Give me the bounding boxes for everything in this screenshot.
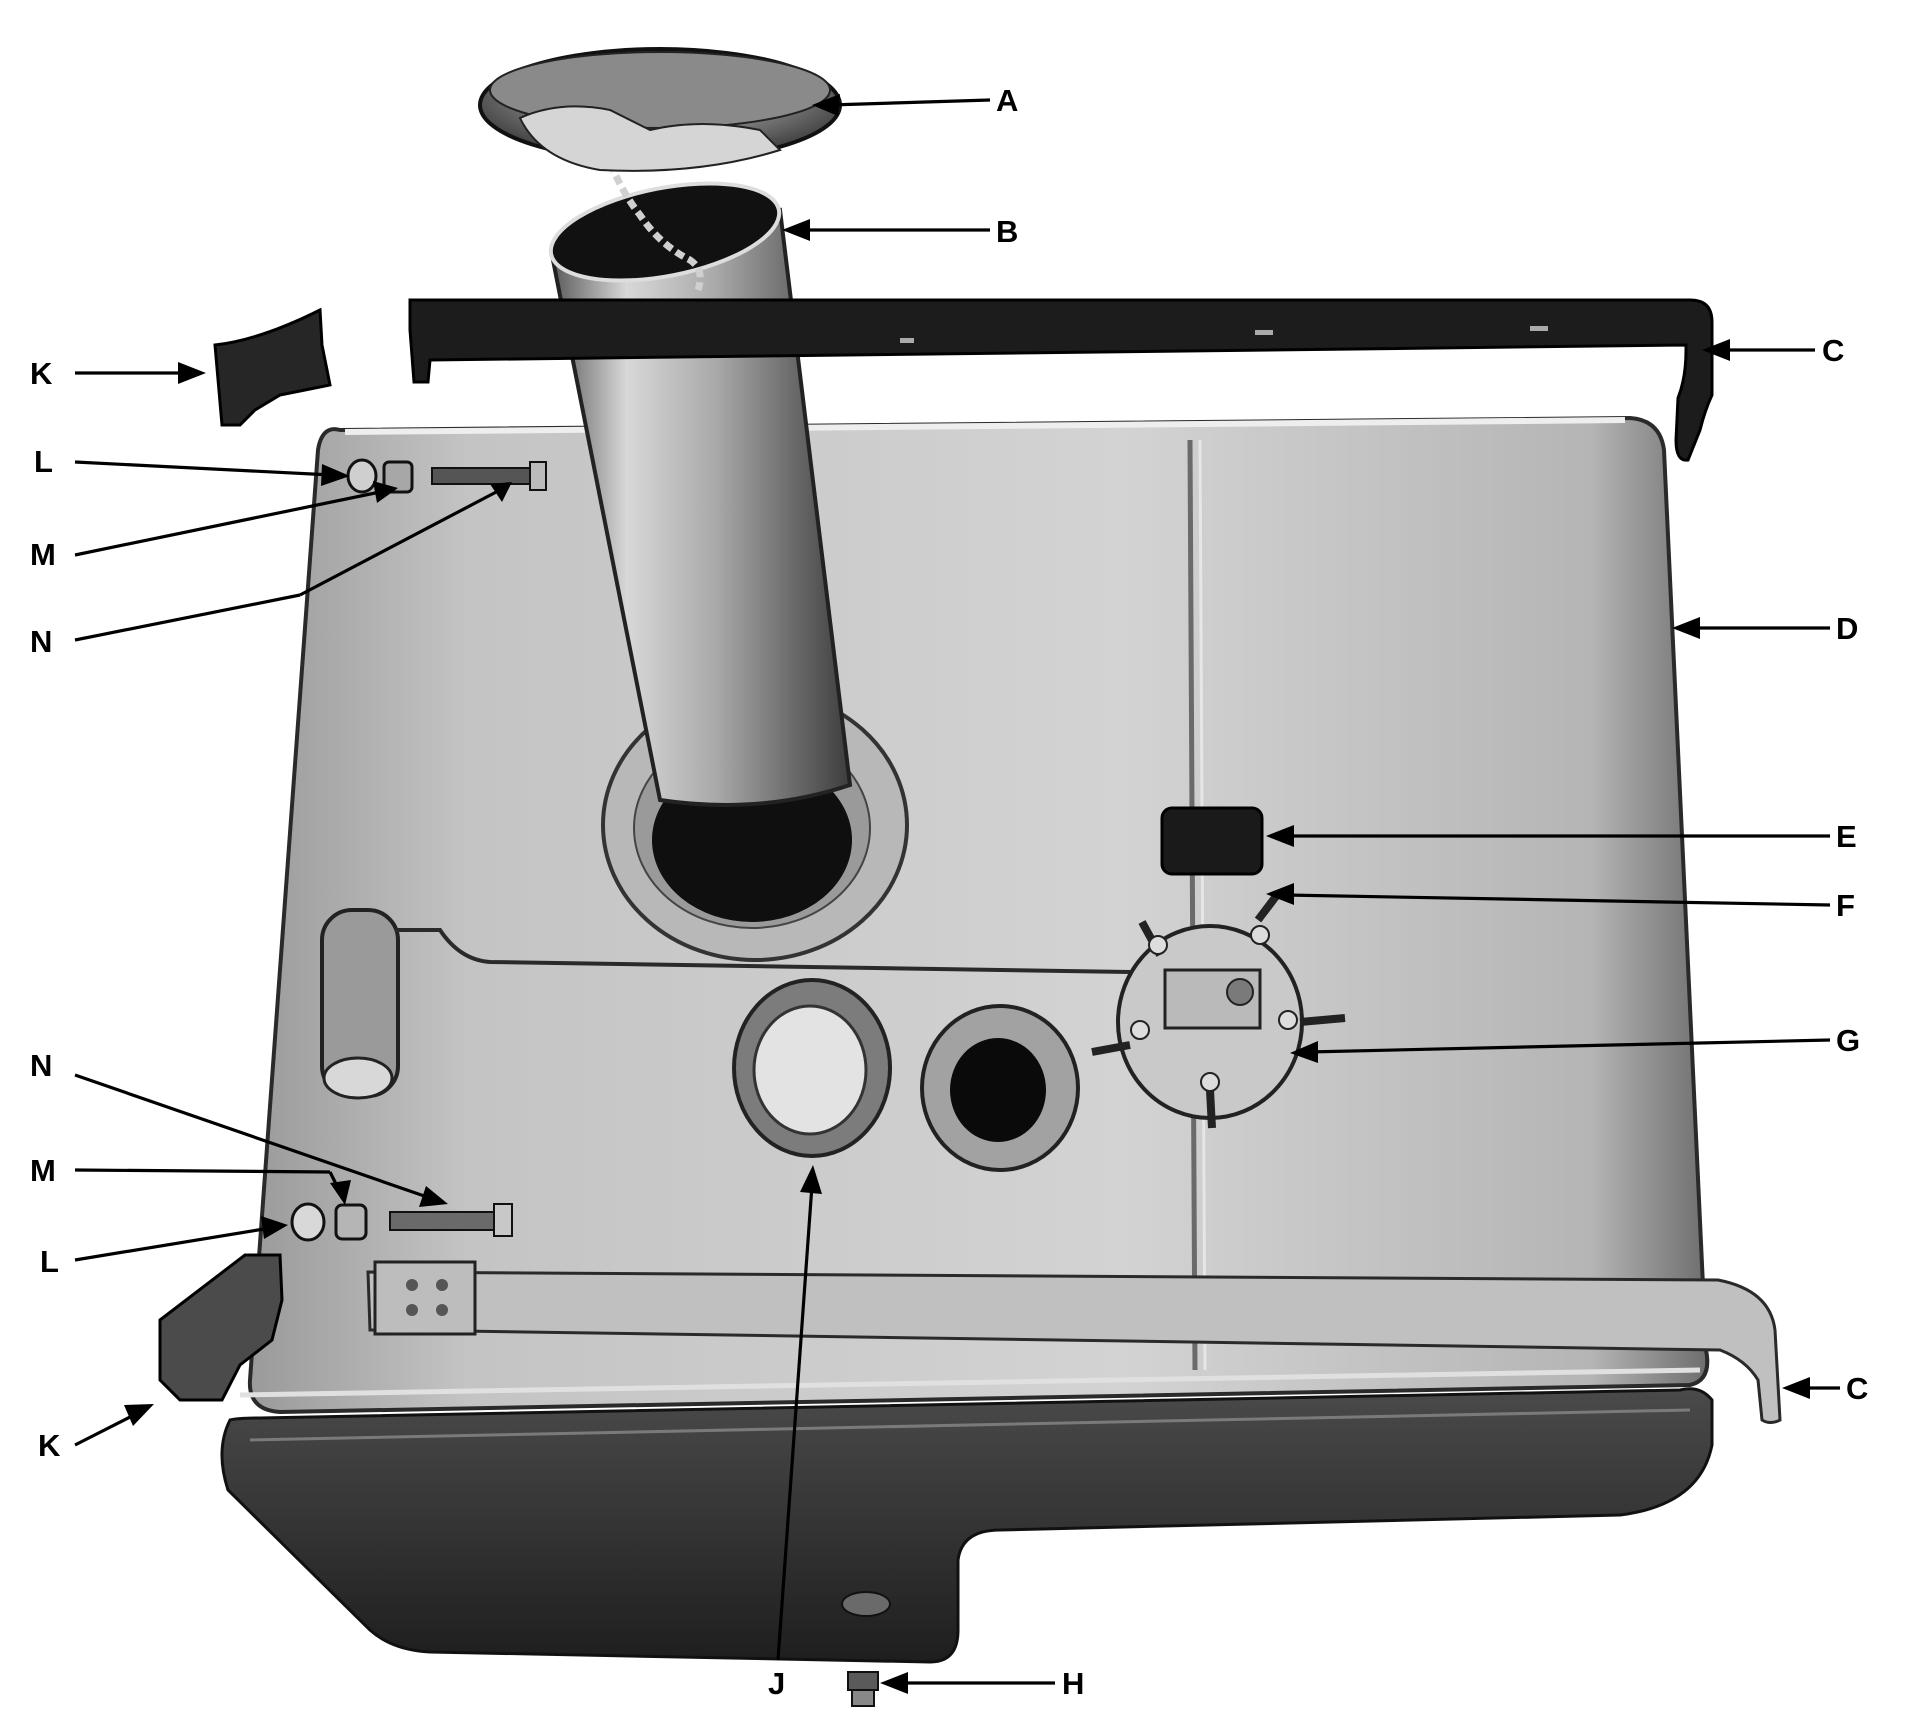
tank-underside (220, 1387, 1714, 1664)
cap-chain (601, 148, 704, 292)
callout-h: H (1062, 1666, 1084, 1701)
leader-lines (74, 94, 1840, 1694)
gasket-block (1160, 806, 1264, 876)
bolt-top (431, 467, 543, 485)
bolt-bottom (389, 1211, 501, 1231)
callout-d: D (1836, 611, 1858, 646)
callout-j: J (768, 1666, 785, 1701)
tank-opening-open (920, 1004, 1080, 1172)
gauge-float (320, 908, 1131, 1100)
float-arm (395, 928, 1131, 974)
callout-n-top: N (30, 624, 52, 659)
tank-strap-bottom (366, 1270, 1782, 1424)
fuel-tank (220, 415, 1714, 1664)
callout-m-top: M (30, 537, 56, 572)
tank-seam (1187, 439, 1198, 1371)
tank-strap-top (408, 298, 1714, 462)
lock-washer-top (346, 458, 378, 494)
tank-body (247, 415, 1710, 1415)
callout-g: G (1836, 1023, 1860, 1058)
callout-k-top: K (30, 356, 53, 391)
filler-cap (478, 47, 842, 172)
tank-top-rim (344, 417, 1626, 435)
callout-c-bottom: C (1846, 1371, 1868, 1406)
drain-plug (847, 1671, 879, 1707)
tank-opening-with-gasket (732, 978, 892, 1158)
callout-n-bottom: N (30, 1048, 52, 1083)
nut-top (382, 460, 414, 494)
callout-c-top: C (1822, 333, 1844, 368)
callout-l-top: L (34, 444, 53, 479)
tank-bracket-top (213, 307, 332, 427)
callout-b: B (996, 214, 1018, 249)
tank-bracket-bottom (158, 1253, 284, 1402)
lock-washer-bottom (290, 1202, 326, 1242)
gauge-screws (1091, 892, 1346, 1129)
callout-e: E (1836, 819, 1857, 854)
nut-bottom (334, 1203, 368, 1241)
gauge-unit (1091, 892, 1346, 1129)
callout-labels: A B C D E F G C H J K K L L M M N N (30, 83, 1868, 1701)
callout-l-bottom: L (40, 1244, 59, 1279)
callout-a: A (996, 83, 1018, 118)
filler-neck-opening (548, 181, 782, 283)
callout-m-bottom: M (30, 1153, 56, 1188)
callout-f: F (1836, 888, 1855, 923)
tank-lower-lip (239, 1367, 1701, 1398)
callout-k-bottom: K (38, 1428, 61, 1463)
drain-boss (841, 1591, 891, 1617)
